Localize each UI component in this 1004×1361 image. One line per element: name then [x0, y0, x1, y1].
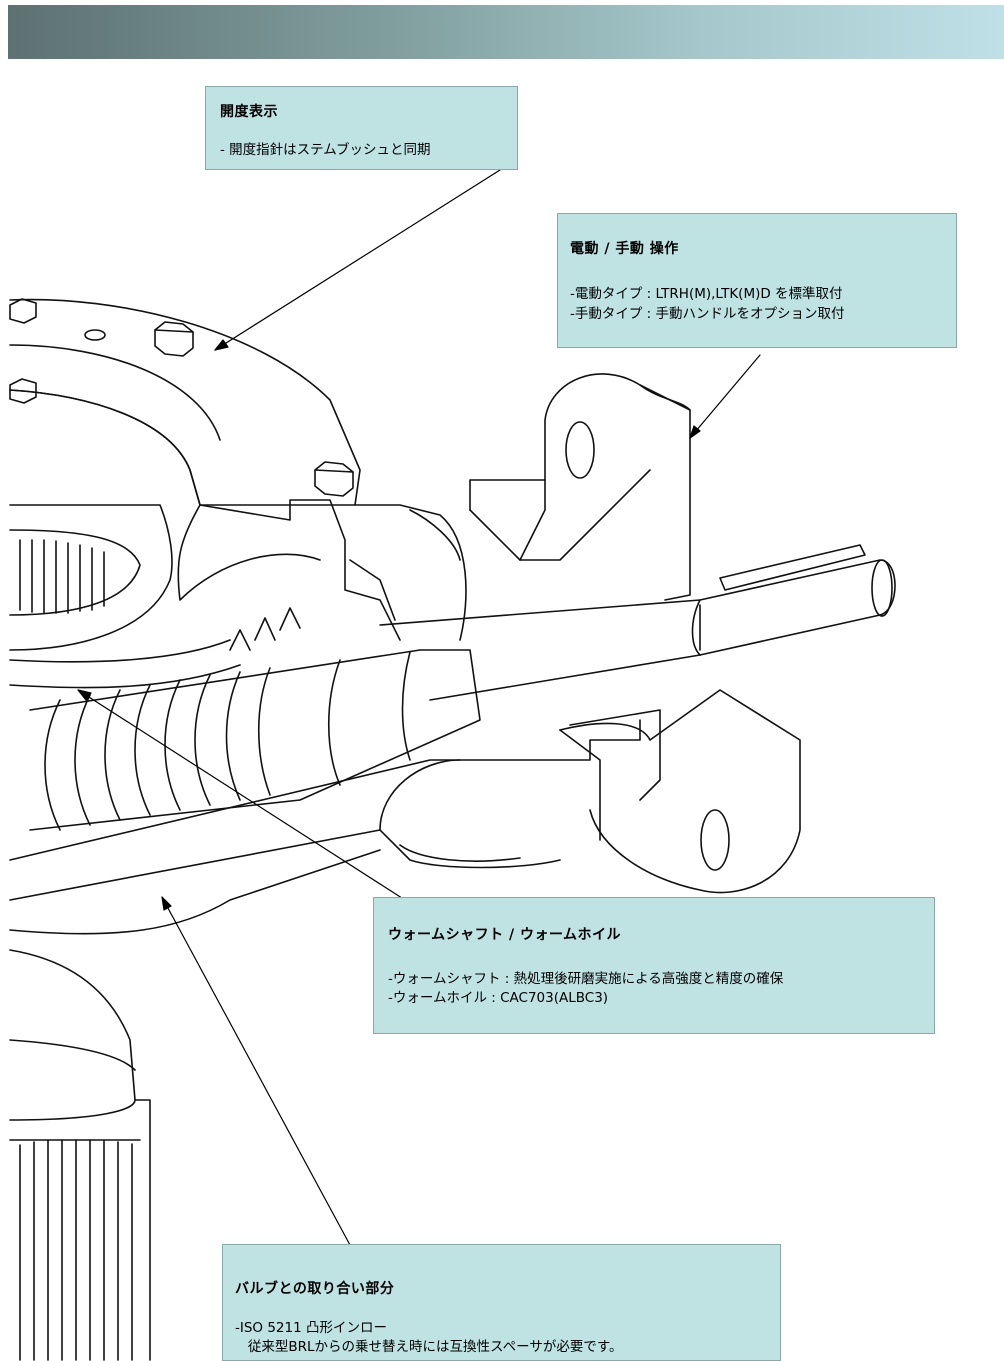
worm-shaft: [379, 544, 896, 701]
worm-wheel-ring: [9, 504, 241, 689]
leader-lines: [77, 169, 761, 1246]
callout-title: 開度表示: [220, 104, 278, 120]
lower-housing: [9, 689, 801, 935]
callout-valve-interface: バルブとの取り合い部分 -ISO 5211 凸形インロー 従来型BRLからの乗せ…: [222, 1244, 781, 1361]
callout-title: ウォームシャフト / ウォームホイル: [388, 927, 622, 943]
callout-line: - 開度指針はステムブッシュと同期: [220, 142, 431, 158]
callout-operation: 電動 / 手動 操作 -電動タイプ : LTRH(M),LTK(M)D を標準取…: [557, 213, 957, 348]
callout-line: 従来型BRLからの乗せ替え時には互換性スペーサが必要です。: [235, 1339, 623, 1355]
mounting-bracket: [469, 373, 691, 601]
top-housing: [9, 298, 361, 506]
callout-title: 電動 / 手動 操作: [570, 241, 679, 257]
worm-threads: [29, 607, 481, 831]
callout-worm: ウォームシャフト / ウォームホイル -ウォームシャフト : 熱処理後研磨実施に…: [373, 897, 935, 1034]
bottom-spline: [9, 949, 151, 1361]
callout-line: -ISO 5211 凸形インロー: [235, 1320, 387, 1336]
callout-line: -電動タイプ : LTRH(M),LTK(M)D を標準取付: [570, 286, 843, 302]
callout-opening-indicator: 開度表示 - 開度指針はステムブッシュと同期: [205, 86, 518, 170]
header-band: [8, 5, 1004, 59]
callout-line: -手動タイプ : 手動ハンドルをオプション取付: [570, 306, 845, 322]
callout-title: バルブとの取り合い部分: [235, 1281, 395, 1297]
callout-line: -ウォームホイル : CAC703(ALBC3): [388, 990, 609, 1006]
center-housing: [177, 499, 467, 641]
callout-line: -ウォームシャフト : 熱処理後研磨実施による高強度と精度の確保: [388, 971, 784, 987]
